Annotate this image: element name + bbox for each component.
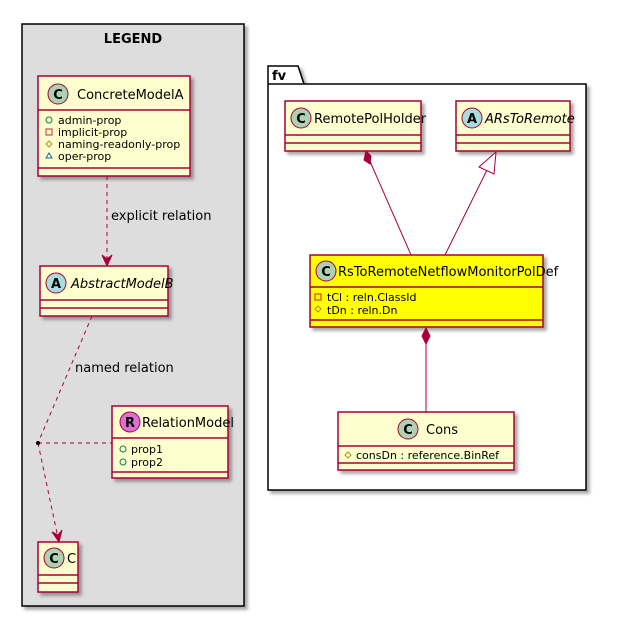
class-stereotype-r-icon: R (125, 416, 135, 431)
prop-2: prop2 (131, 456, 163, 469)
edge-inheritance-ars-to-remote (444, 150, 497, 256)
class-stereotype-c-icon: C (403, 423, 413, 438)
prop-1: prop1 (131, 443, 163, 456)
class-ars-to-remote[interactable]: A ARsToRemote (455, 100, 575, 152)
package-visibility-icon (45, 152, 53, 159)
class-remote-pol-holder[interactable]: C RemotePolHolder (284, 100, 427, 152)
class-cons[interactable]: C Cons consDn : reference.BinRef (337, 411, 515, 471)
edge-composition-remote-pol-holder (363, 150, 412, 256)
class-concrete-model-a[interactable]: C ConcreteModelA admin-prop implicit-pro… (37, 75, 191, 177)
class-stereotype-c-icon: C (321, 265, 331, 280)
arrow-head-icon (101, 254, 113, 268)
class-name: RelationModel (142, 416, 234, 431)
edge-label: named relation (75, 361, 174, 376)
prop-cons-dn: consDn : reference.BinRef (356, 449, 500, 462)
protected-visibility-icon (45, 140, 53, 148)
class-name: Cons (426, 423, 458, 438)
class-stereotype-c-icon: C (49, 552, 59, 567)
edge-composition-cons (421, 326, 431, 412)
class-name: ConcreteModelA (77, 88, 184, 103)
protected-visibility-icon (314, 305, 322, 313)
class-name: AbstractModelB (70, 277, 174, 292)
public-visibility-icon (119, 458, 127, 466)
class-name: ARsToRemote (484, 112, 575, 127)
class-stereotype-c-icon: C (296, 112, 306, 127)
prop-admin: admin-prop (58, 114, 121, 127)
class-name: C (67, 552, 76, 567)
edge-label: explicit relation (111, 209, 211, 224)
arrow-head-icon (51, 529, 63, 544)
edge-explicit-relation: explicit relation (101, 176, 211, 268)
class-name: RsToRemoteNetflowMonitorPolDef (338, 265, 559, 280)
class-rs-to-remote-netflow-monitor-pol-def[interactable]: C RsToRemoteNetflowMonitorPolDef tCl : r… (309, 254, 559, 328)
class-stereotype-c-icon: C (53, 88, 63, 103)
class-stereotype-a-icon: A (51, 277, 61, 292)
composition-diamond-icon (421, 326, 431, 346)
class-relation-model[interactable]: R RelationModel prop1 prop2 (111, 405, 234, 479)
edge-named-relation: named relation (36, 315, 174, 544)
private-visibility-icon (314, 293, 322, 301)
prop-tcl: tCl : reln.ClassId (327, 291, 417, 304)
composition-diamond-icon (363, 150, 372, 165)
class-c[interactable]: C C (37, 541, 79, 593)
prop-implicit: implicit-prop (58, 126, 127, 139)
class-name: RemotePolHolder (314, 112, 427, 127)
public-visibility-icon (119, 445, 127, 453)
protected-visibility-icon (344, 451, 352, 459)
prop-tdn: tDn : reln.Dn (327, 304, 397, 317)
prop-oper: oper-prop (58, 150, 111, 163)
public-visibility-icon (45, 116, 53, 124)
class-abstract-model-b[interactable]: A AbstractModelB (39, 265, 174, 317)
prop-naming-readonly: naming-readonly-prop (58, 138, 180, 151)
association-point (36, 441, 40, 445)
private-visibility-icon (45, 128, 53, 136)
package-name: fv (272, 69, 287, 84)
class-stereotype-a-icon: A (467, 112, 477, 127)
legend-title: LEGEND (104, 32, 163, 47)
inheritance-triangle-icon (478, 150, 497, 175)
